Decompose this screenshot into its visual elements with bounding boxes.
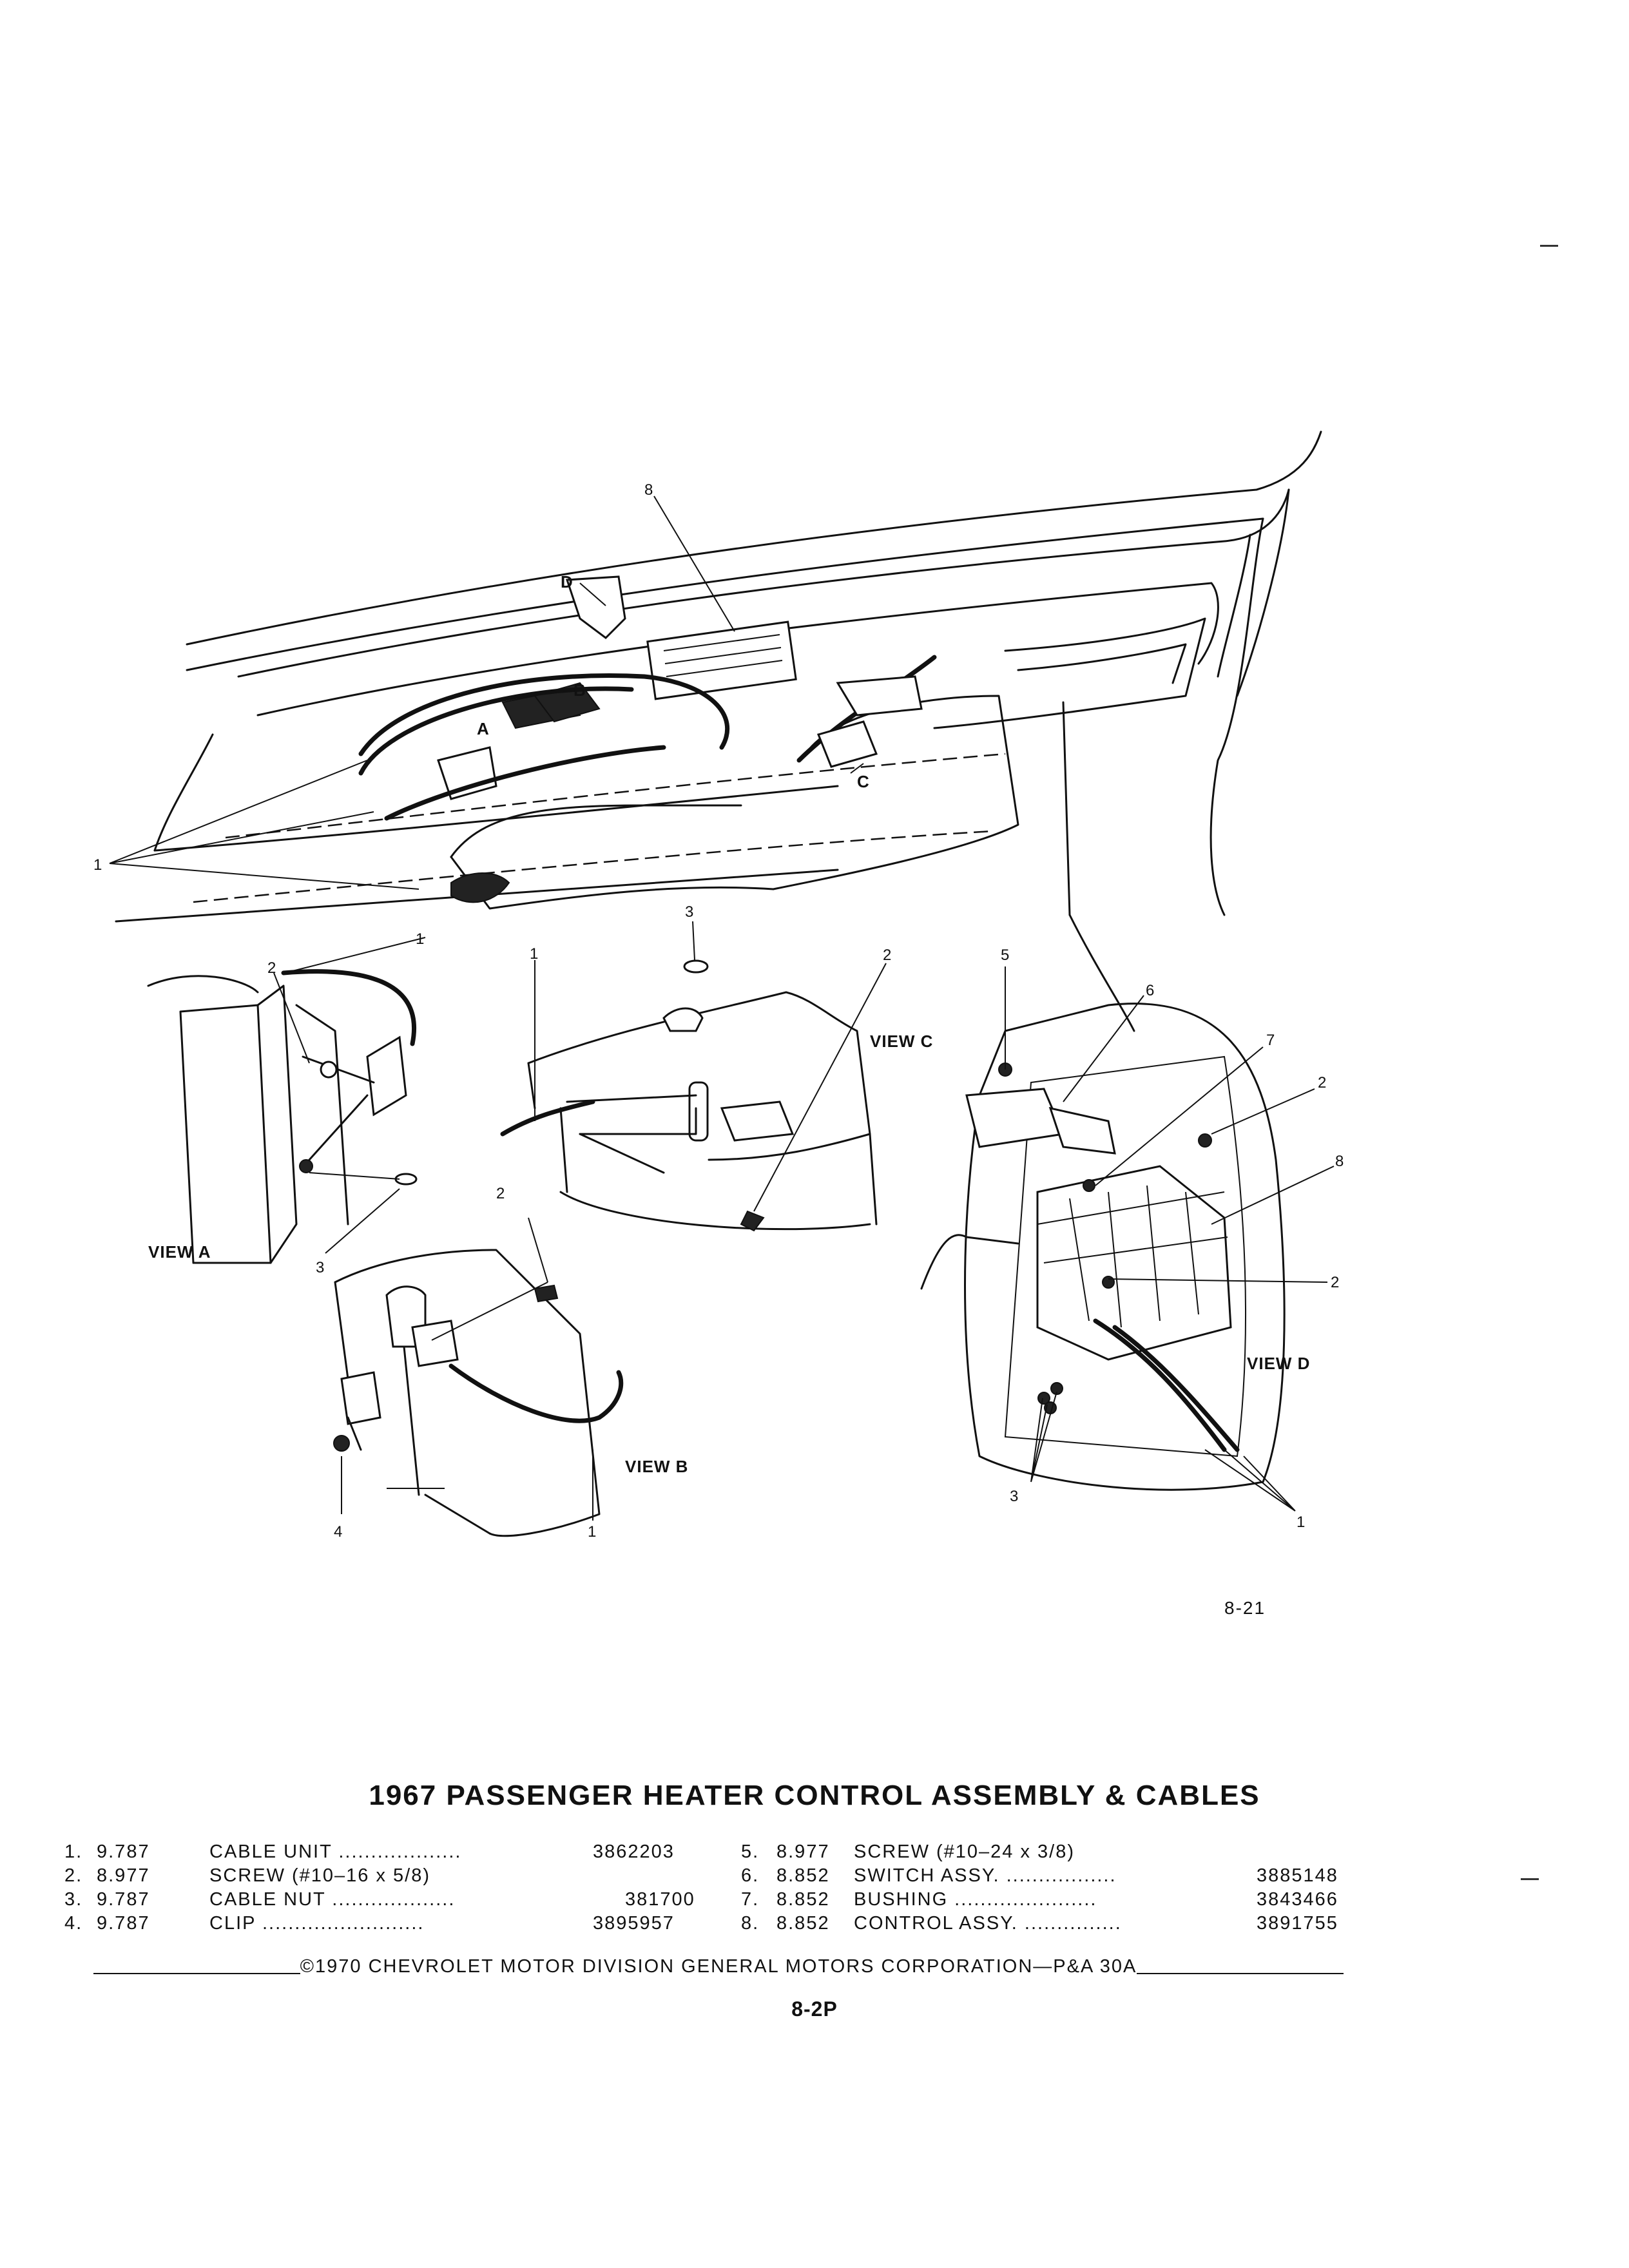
callout-2-view-b: 2 [496, 1185, 505, 1202]
part-description: CABLE UNIT ................... [209, 1841, 462, 1862]
callout-2-view-d-lower: 2 [1331, 1274, 1339, 1291]
part-number: 3. [64, 1889, 83, 1910]
callout-2-view-d-upper: 2 [1318, 1074, 1326, 1091]
catalog-number: 3885148 [1257, 1865, 1338, 1886]
group-code: 8.852 [776, 1865, 830, 1886]
catalog-number: 3862203 [593, 1841, 675, 1862]
copyright-footer: ©1970 CHEVROLET MOTOR DIVISION GENERAL M… [93, 1956, 1344, 1977]
part-description: SCREW (#10–24 x 3/8) [854, 1841, 1075, 1862]
part-description: SCREW (#10–16 x 5/8) [209, 1865, 431, 1886]
callout-2-view-c: 2 [883, 947, 891, 964]
callout-6-view-d: 6 [1146, 982, 1154, 999]
group-code: 8.977 [776, 1841, 830, 1862]
part-description: CONTROL ASSY. ............... [854, 1913, 1122, 1934]
footer-rule-left [93, 1972, 300, 1974]
part-description: CABLE NUT ................... [209, 1889, 456, 1910]
group-code: 8.977 [97, 1865, 150, 1886]
callout-1-view-d: 1 [1296, 1514, 1305, 1531]
part-number: 1. [64, 1841, 83, 1862]
footer-rule-right [1137, 1972, 1344, 1974]
part-description: BUSHING ...................... [854, 1889, 1097, 1910]
catalog-number: 3843466 [1257, 1889, 1338, 1910]
catalog-number: 381700 [625, 1889, 695, 1910]
copyright-text: ©1970 CHEVROLET MOTOR DIVISION GENERAL M… [300, 1956, 1137, 1977]
group-code: 9.787 [97, 1913, 150, 1934]
callout-3-view-d: 3 [1010, 1488, 1018, 1505]
part-number: 6. [741, 1865, 760, 1886]
view-b-illustration [333, 1217, 624, 1537]
view-a-label: VIEW A [148, 1242, 211, 1262]
callout-8-view-d: 8 [1335, 1153, 1344, 1170]
callout-A-main: A [477, 719, 490, 738]
callout-1-view-b: 1 [588, 1523, 596, 1541]
callout-4-view-b: 4 [334, 1523, 342, 1541]
view-a-illustration [147, 937, 426, 1264]
callout-1-view-a: 1 [416, 930, 424, 948]
callout-1-view-c: 1 [530, 945, 538, 963]
callout-3-view-a: 3 [316, 1259, 324, 1276]
instrument-panel-illustration [109, 430, 1322, 1032]
view-b-label: VIEW B [625, 1457, 688, 1476]
callout-2-view-a: 2 [267, 959, 276, 977]
group-code: 8.852 [776, 1913, 830, 1934]
scan-mark [1521, 1878, 1539, 1880]
group-code: 9.787 [97, 1889, 150, 1910]
part-number: 2. [64, 1865, 83, 1886]
part-number: 7. [741, 1889, 760, 1910]
view-d-illustration [920, 966, 1335, 1512]
page-number: 8-2P [791, 1997, 838, 2021]
scan-mark [1540, 245, 1558, 247]
part-description: CLIP ......................... [209, 1913, 425, 1934]
callout-D-main: D [561, 572, 574, 591]
view-d-label: VIEW D [1247, 1354, 1310, 1373]
part-number: 4. [64, 1913, 83, 1934]
group-code: 8.852 [776, 1889, 830, 1910]
part-number: 5. [741, 1841, 760, 1862]
callout-5-view-d: 5 [1001, 947, 1009, 964]
callout-3-view-c: 3 [685, 903, 693, 921]
part-description: SWITCH ASSY. ................. [854, 1865, 1117, 1886]
figure-number: 8-21 [1224, 1598, 1266, 1618]
group-code: 9.787 [97, 1841, 150, 1862]
callout-B-main: B [574, 680, 586, 700]
callout-7-view-d: 7 [1266, 1032, 1275, 1049]
part-number: 8. [741, 1913, 760, 1934]
callout-1-main: 1 [93, 856, 102, 874]
callout-C-main: C [857, 772, 870, 791]
catalog-number: 3895957 [593, 1913, 675, 1934]
callout-8-main: 8 [644, 481, 653, 499]
page-title: 1967 PASSENGER HEATER CONTROL ASSEMBLY &… [369, 1780, 1260, 1811]
catalog-number: 3891755 [1257, 1913, 1338, 1934]
view-c-illustration [500, 921, 887, 1232]
view-c-label: VIEW C [870, 1032, 933, 1051]
